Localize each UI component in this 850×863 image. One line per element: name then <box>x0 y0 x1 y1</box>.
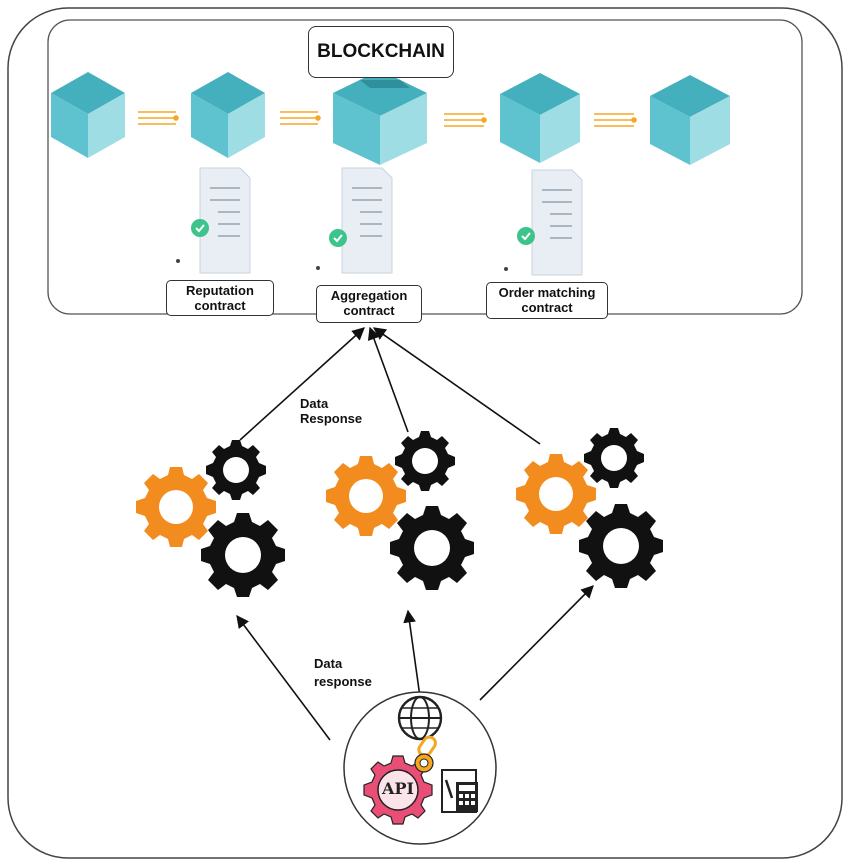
gear-large-black-icon <box>201 513 285 597</box>
gear-orange-icon <box>516 454 596 534</box>
calculator-document-icon <box>441 769 478 813</box>
data-response-upper-line2: Response <box>300 411 363 426</box>
order-matching-contract-label-line1: Order matching <box>498 285 596 300</box>
gear-small-black-icon <box>395 431 455 491</box>
arrow-api-to-middle-gears <box>403 609 421 698</box>
chain-link <box>280 111 321 125</box>
chain-link <box>594 113 637 127</box>
data-response-label-lower: Data response <box>314 655 372 691</box>
reputation-contract-label: Reputation contract <box>166 280 274 316</box>
chain-link <box>444 113 487 127</box>
gear-large-black-icon <box>579 504 663 588</box>
oracle-node-gears-middle <box>326 431 474 590</box>
oracle-node-gears-right <box>516 428 663 588</box>
block-cube <box>51 72 125 158</box>
aggregation-contract-label-line1: Aggregation <box>330 288 408 303</box>
block-cube <box>650 75 730 165</box>
contract-document-icon <box>176 167 251 274</box>
arrow-middle-gears-to-aggregation <box>367 326 409 433</box>
outer-frame <box>7 7 843 859</box>
blockchain-blocks <box>51 70 730 165</box>
data-response-lower-line2: response <box>314 674 372 689</box>
blockchain-title: BLOCKCHAIN <box>308 26 454 78</box>
small-gear-yellow-icon <box>414 753 434 773</box>
chain-links <box>138 111 637 127</box>
globe-icon <box>397 695 443 741</box>
aggregation-contract-label-line2: contract <box>343 303 395 318</box>
block-cube-open <box>333 70 427 165</box>
chain-link <box>138 111 179 125</box>
data-response-label-upper: Data Response <box>300 396 362 426</box>
gear-small-black-icon <box>206 440 266 500</box>
order-matching-contract-label-line2: contract <box>521 300 573 315</box>
block-cube <box>500 73 580 163</box>
gear-large-black-icon <box>390 506 474 590</box>
data-response-upper-line1: Data <box>300 396 329 411</box>
data-response-lower-line1: Data <box>314 656 343 671</box>
arrow-right-gears-to-aggregation <box>372 327 541 445</box>
arrows-to-aggregation <box>239 326 541 445</box>
contract-documents <box>176 167 583 276</box>
api-data-source-node <box>343 691 497 845</box>
order-matching-contract-label: Order matching contract <box>486 282 608 319</box>
api-label: API <box>382 779 414 798</box>
aggregation-contract-label: Aggregation contract <box>316 285 422 323</box>
reputation-contract-label-line1: Reputation <box>186 283 254 298</box>
arrow-api-to-right-gears <box>479 585 594 701</box>
reputation-contract-label-line2: contract <box>194 298 246 313</box>
gear-small-black-icon <box>584 428 644 488</box>
gear-orange-icon <box>326 456 406 536</box>
gear-orange-icon <box>136 467 216 547</box>
contract-document-icon <box>504 169 583 276</box>
arrows-from-api <box>236 585 594 741</box>
block-cube <box>191 72 265 158</box>
oracle-node-gears-left <box>136 440 285 597</box>
arrow-left-gears-to-aggregation <box>239 327 365 441</box>
contract-document-icon <box>316 167 393 274</box>
arrow-api-to-left-gears <box>236 614 331 741</box>
